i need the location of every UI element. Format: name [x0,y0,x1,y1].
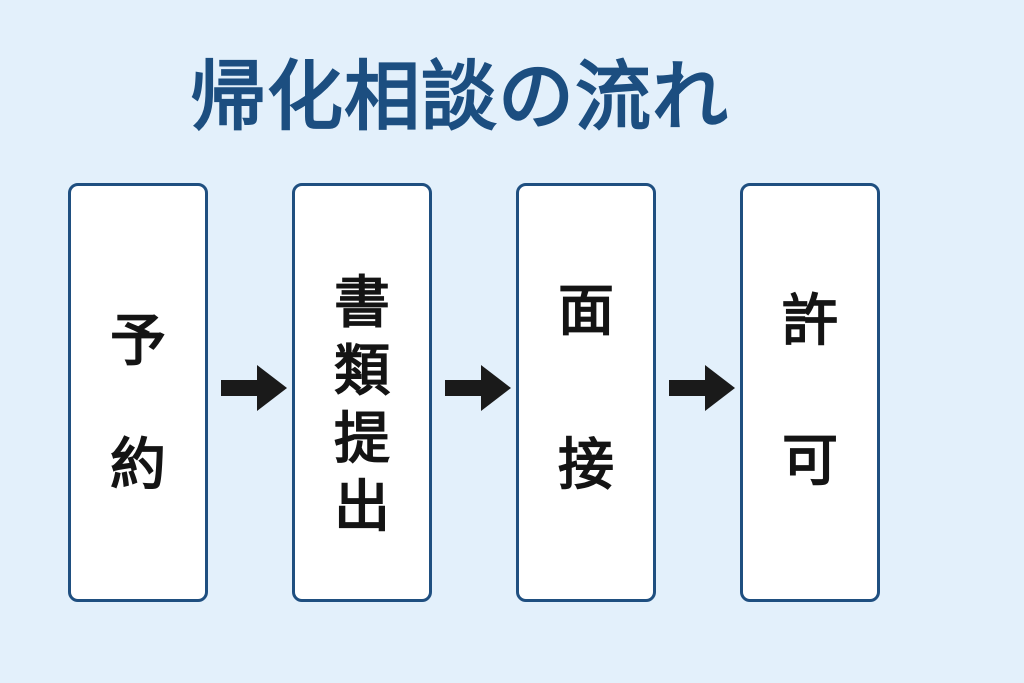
step-2-char-4: 出 [334,475,390,540]
step-2-char-2: 類 [334,339,390,404]
step-4-char-2: 可 [782,429,838,494]
step-2-char-1: 書 [334,271,390,336]
right-arrow-icon [221,365,287,411]
step-3-char-1: 面 [558,279,614,344]
right-arrow-icon [669,365,735,411]
step-3-char-2: 接 [558,433,614,498]
step-4-char-1: 許 [782,289,838,354]
right-arrow-icon [445,365,511,411]
step-1-char-1: 予 [110,309,166,374]
step-2-char-3: 提 [334,407,390,472]
diagram-title: 帰化相談の流れ [190,52,729,141]
step-box-2: 書 類 提 出 [292,183,432,602]
step-box-1: 予 約 [68,183,208,602]
step-box-4: 許 可 [740,183,880,602]
step-box-3: 面 接 [516,183,656,602]
step-1-char-2: 約 [110,433,166,498]
